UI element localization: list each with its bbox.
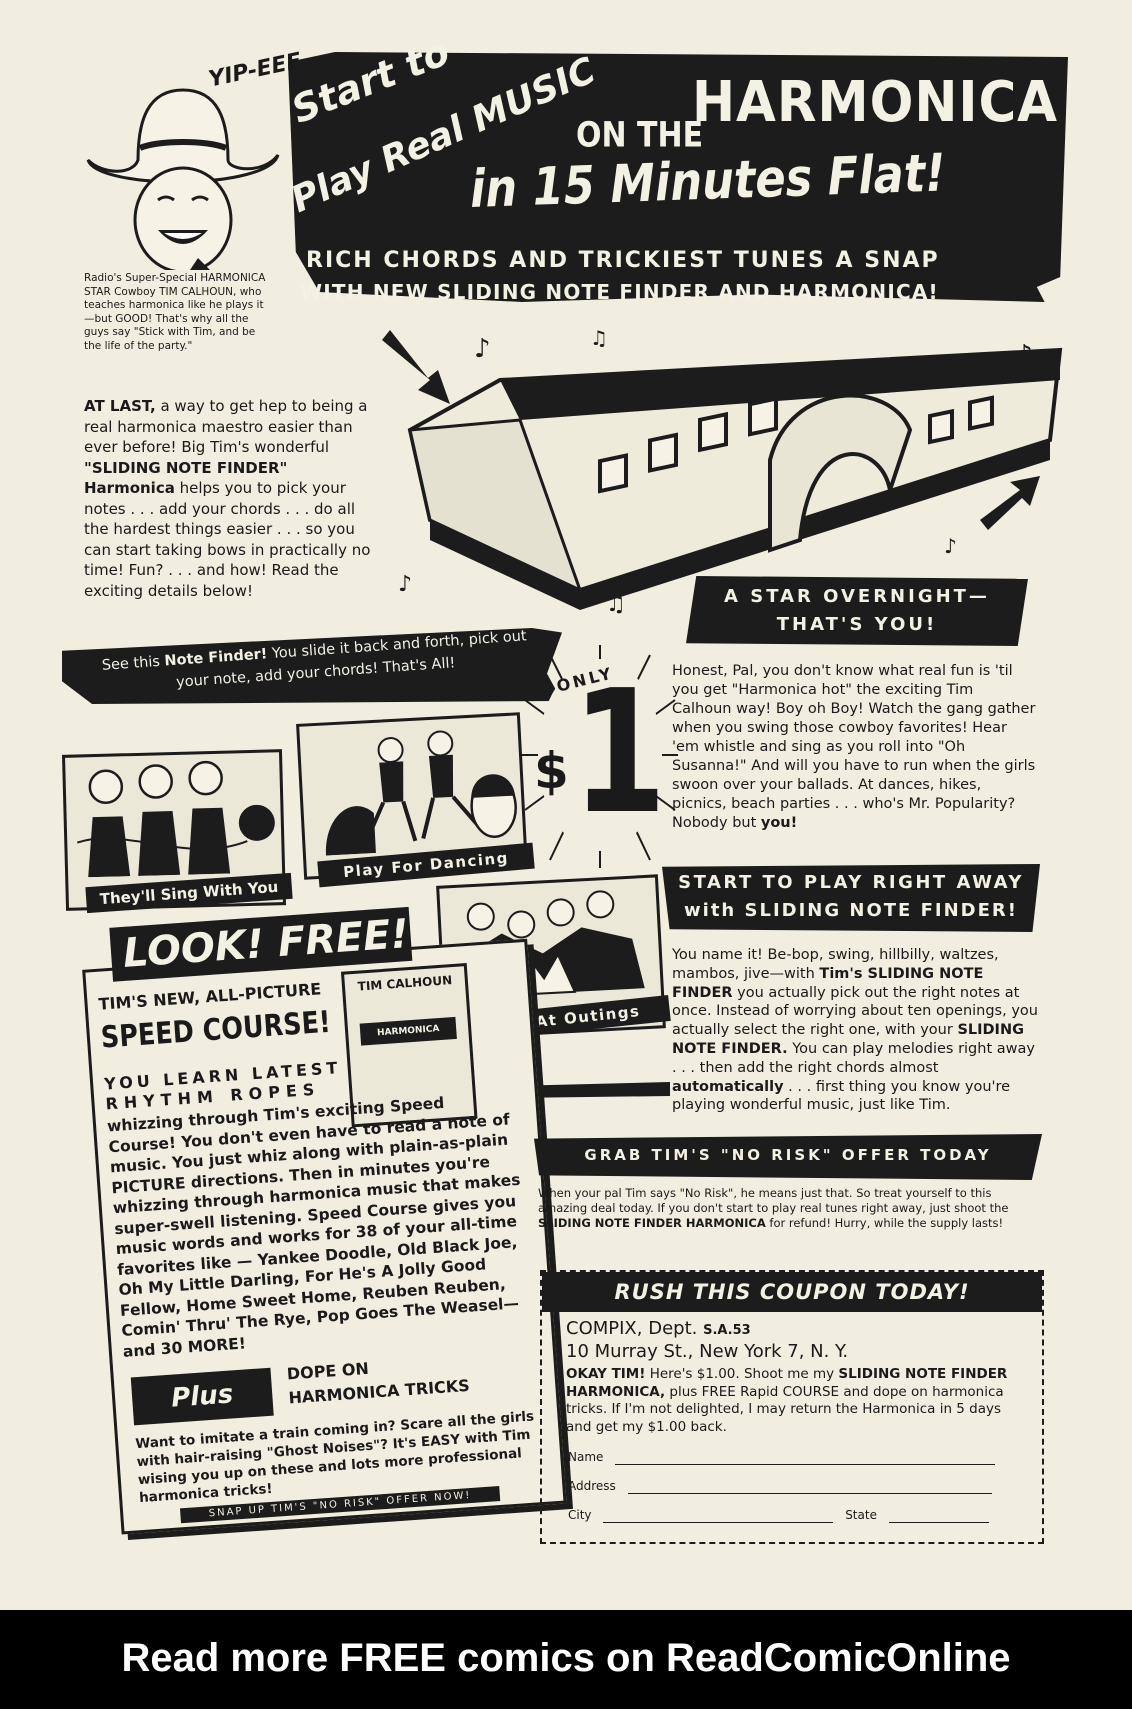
coupon-company: COMPIX, Dept. S.A.53	[566, 1318, 1042, 1339]
srw-text-1: You name it! Be-bop, swing, hillbilly, w…	[672, 947, 999, 982]
music-note-icon: ♪	[944, 534, 957, 558]
address-field[interactable]	[627, 1479, 992, 1494]
coupon-address-row: Address	[568, 1479, 1042, 1494]
start-right-away-title-1: START TO PLAY RIGHT AWAY	[678, 872, 1024, 893]
no-risk-text-2: for refund! Hurry, while the supply last…	[765, 1216, 1004, 1230]
cowboy-tim-illustration	[86, 88, 280, 270]
no-risk-banner	[534, 1134, 1042, 1180]
coupon-company-name: COMPIX, Dept.	[566, 1318, 704, 1339]
price-starburst	[522, 645, 678, 868]
intro-text-1: a way to get hep to being a real harmoni…	[84, 397, 368, 456]
state-label: State	[845, 1508, 877, 1522]
headline-harmonica: HARMONICA	[692, 70, 1058, 135]
music-note-icon: ♫	[590, 326, 608, 350]
speed-course-body: whizzing through Tim's exciting Speed Co…	[106, 1093, 521, 1361]
price-currency: $	[534, 742, 569, 800]
no-risk-title: GRAB TIM'S "NO RISK" OFFER TODAY	[584, 1146, 992, 1164]
panel-play-for-dancing	[296, 712, 528, 880]
music-note-icon: ♪	[474, 334, 491, 364]
srw-bold-1: Tim's SLIDING NOTE FINDER	[672, 965, 984, 1001]
intro-paragraph: AT LAST, a way to get hep to being a rea…	[84, 396, 380, 601]
headline-sub-1: RICH CHORDS AND TRICKIEST TUNES A SNAP	[306, 248, 940, 273]
start-right-away-body: You name it! Be-bop, swing, hillbilly, w…	[672, 946, 1038, 1115]
srw-text-3: You can play melodies right away . . . t…	[672, 1040, 1035, 1076]
srw-text-2: you actually pick out the right notes at…	[672, 984, 1038, 1039]
state-field[interactable]	[888, 1508, 989, 1523]
coupon-lead: OKAY TIM!	[566, 1366, 646, 1382]
address-label: Address	[568, 1479, 616, 1493]
star-overnight-body-bold: you!	[760, 815, 798, 831]
start-right-away-banner	[662, 864, 1040, 932]
intro-lead: AT LAST,	[84, 397, 156, 415]
headline-on-the: ON THE	[576, 115, 704, 156]
ad-page: YIP-EEE Start to Play Real MUSIC ON THE …	[61, 48, 1068, 1544]
coupon-body: OKAY TIM! Here's $1.00. Shoot me my SLID…	[566, 1366, 1018, 1436]
music-note-icon: ♪	[1016, 340, 1033, 370]
city-field[interactable]	[603, 1508, 834, 1523]
singers-illustration	[76, 760, 275, 878]
music-note-icon: ♫	[486, 58, 506, 83]
headline-banner	[288, 52, 1068, 302]
star-overnight-body: Honest, Pal, you don't know what real fu…	[672, 662, 1036, 833]
coupon-dept: S.A.53	[703, 1323, 751, 1338]
coupon-bold: SLIDING NOTE FINDER HARMONICA,	[566, 1366, 1008, 1400]
coupon-text-1: Here's $1.00. Shoot me my	[645, 1366, 839, 1382]
music-note-icon: ♪	[398, 572, 413, 597]
footer-bar: Read more FREE comics on ReadComicOnline	[0, 1610, 1132, 1709]
coupon-header: RUSH THIS COUPON TODAY!	[542, 1272, 1042, 1312]
music-note-icon: ♫	[606, 592, 626, 617]
music-note-icon: ♪	[636, 62, 649, 86]
coupon-header-text: RUSH THIS COUPON TODAY!	[614, 1280, 970, 1304]
srw-bold-3: automatically	[672, 1078, 784, 1095]
panel-sing-with-you	[61, 749, 287, 911]
star-overnight-title-2: THAT'S YOU!	[776, 614, 938, 635]
star-overnight-body-text: Honest, Pal, you don't know what real fu…	[672, 663, 1036, 831]
price-amount: 1	[572, 654, 667, 852]
coupon-city-row: City State	[568, 1508, 1042, 1523]
name-label: Name	[568, 1450, 604, 1464]
headline-sub-2: WITH NEW SLIDING NOTE FINDER AND HARMONI…	[300, 280, 939, 304]
note-finder-bold: Note Finder!	[163, 646, 268, 670]
intro-text-2: helps you to pick your notes . . . add y…	[84, 479, 371, 600]
harmonica-illustration	[382, 330, 1063, 610]
book-title: TIM CALHOUN	[357, 973, 453, 994]
coupon-text-2: plus FREE Rapid COURSE and dope on harmo…	[566, 1383, 1004, 1435]
read-more-link[interactable]: Read more FREE comics on ReadComicOnline	[121, 1636, 1011, 1680]
star-overnight-title-1: A STAR OVERNIGHT—	[724, 586, 990, 607]
order-coupon: RUSH THIS COUPON TODAY! COMPIX, Dept. S.…	[540, 1270, 1044, 1544]
coupon-name-row: Name	[568, 1450, 1042, 1465]
dancers-illustration	[325, 730, 517, 856]
start-right-away-title-2: with SLIDING NOTE FINDER!	[684, 900, 1018, 921]
note-finder-pre: See this	[101, 653, 166, 674]
city-label: City	[568, 1508, 592, 1522]
star-overnight-banner	[686, 576, 1028, 646]
arrow-left-icon	[474, 1074, 670, 1110]
srw-bold-2: SLIDING NOTE FINDER.	[672, 1022, 1024, 1057]
no-risk-text-1: When your pal Tim says "No Risk", he mea…	[538, 1186, 1009, 1215]
music-note-icon: ♪	[332, 60, 347, 85]
intro-product: "SLIDING NOTE FINDER" Harmonica	[84, 458, 288, 498]
free-course-card: LOOK! FREE! TIM'S NEW, ALL-PICTURE SPEED…	[78, 879, 567, 1535]
coupon-address: 10 Murray St., New York 7, N. Y.	[566, 1341, 849, 1362]
name-field[interactable]	[615, 1450, 996, 1465]
no-risk-bold: SLIDING NOTE FINDER HARMONICA	[538, 1216, 766, 1230]
srw-text-4: . . . first thing you know you're playin…	[672, 1078, 1011, 1114]
book-harmonica-label: HARMONICA	[359, 1016, 457, 1046]
cowboy-caption: Radio's Super-Special HARMONICA STAR Cow…	[84, 272, 266, 352]
no-risk-body: When your pal Tim says "No Risk", he mea…	[538, 1186, 1038, 1231]
